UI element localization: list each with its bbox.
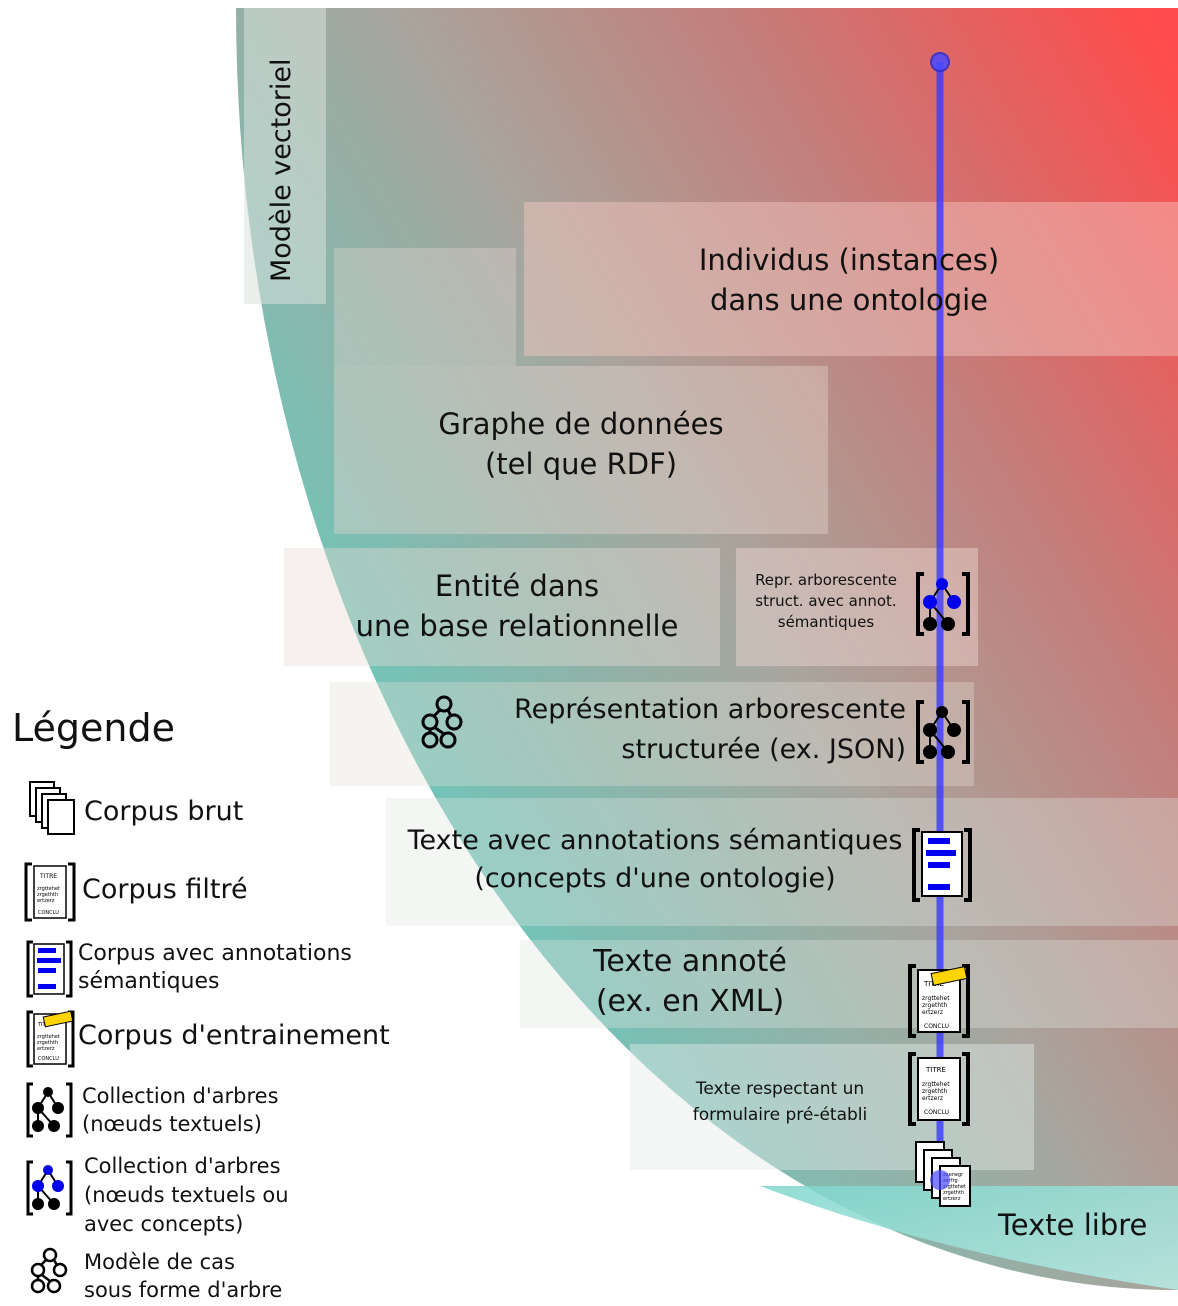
ontology-label-line-1: Individus (instances): [698, 243, 1000, 277]
svg-text:CONCLU: CONCLU: [38, 1056, 59, 1062]
relational-label-line-1: Entité dans: [434, 569, 600, 603]
legend-label-semantic-corpus-line-1: Corpus avec annotations: [78, 941, 352, 966]
annotated-text-panel: [520, 940, 1178, 1028]
legend-raw-corpus-icon: [29, 781, 75, 835]
legend-semantic-corpus-icon: [26, 940, 73, 998]
svg-text:zrgttehet: zrgttehet: [37, 1034, 60, 1040]
legend-label-concept-tree-collection-line-2: (nœuds textuels ou: [84, 1183, 289, 1207]
annotated-text-label-line-2: (ex. en XML): [595, 984, 785, 1019]
legend-text-tree-collection-icon: [26, 1082, 73, 1138]
tree-repr-label-line-2: structurée (ex. JSON): [621, 734, 906, 765]
legend-label-concept-tree-collection: Collection d'arbres (nœuds textuels ou a…: [84, 1152, 289, 1239]
free-text-band: [760, 1186, 1178, 1290]
svg-text:zrgethth: zrgethth: [37, 1040, 58, 1046]
data-graph-label: Graphe de données (tel que RDF): [334, 404, 828, 484]
svg-text:ertzerz: ertzerz: [922, 1009, 943, 1016]
legend-label-case-tree-model-line-2: sous forme d'arbre: [84, 1278, 283, 1302]
legend-label-filtered-corpus-line-1: Corpus filtré: [82, 874, 248, 905]
svg-text:ertzerz: ertzerz: [922, 1095, 943, 1102]
vector-model-label: Modèle vectoriel: [266, 58, 297, 282]
legend-label-concept-tree-collection-line-3: avec concepts): [84, 1212, 244, 1236]
legend-concept-tree-collection-icon: [26, 1160, 73, 1216]
form-text-label: Texte respectant un formulaire pré-établ…: [660, 1076, 900, 1128]
form-text-label-line-2: formulaire pré-établi: [692, 1105, 868, 1125]
annotated-text-label: Texte annoté (ex. en XML): [560, 942, 820, 1022]
ontology-label: Individus (instances) dans une ontologie: [524, 240, 1174, 320]
svg-text:zrgttehet: zrgttehet: [943, 1184, 966, 1190]
concept-tree-collection-icon: [916, 572, 970, 636]
form-text-label-line-1: Texte respectant un: [695, 1079, 865, 1099]
tree-semantic-label-line-1: Repr. arborescente: [755, 571, 897, 589]
tree-repr-label-line-1: Représentation arborescente: [514, 694, 906, 725]
raw-corpus-icon: zaerwgr zerfrg zrgttehet zrgethth ertzer…: [915, 1141, 971, 1207]
svg-text:zrgethth: zrgethth: [922, 1088, 948, 1095]
filtered-corpus-icon: TITRE zrgttehet zrgethth ertzerz CONCLU: [908, 1052, 970, 1126]
case-tree-model-icon: [421, 695, 463, 749]
legend-label-training-corpus: Corpus d'entrainement: [78, 1020, 390, 1051]
legend-label-raw-corpus: Corpus brut: [84, 796, 243, 827]
legend-label-case-tree-model-line-1: Modèle de cas: [84, 1250, 235, 1274]
tree-repr-label: Représentation arborescente structurée (…: [470, 690, 906, 770]
relational-label: Entité dans une base relationnelle: [300, 566, 734, 646]
legend-label-training-corpus-line-1: Corpus d'entrainement: [78, 1020, 390, 1051]
axis-top-node: [930, 52, 950, 72]
legend-filtered-corpus-icon: TITRE zrgttehet zrgethth ertzerz CONCLU: [24, 862, 76, 922]
legend-label-case-tree-model: Modèle de cas sous forme d'arbre: [84, 1248, 282, 1304]
svg-text:zrgethth: zrgethth: [922, 1002, 948, 1009]
svg-text:ertzerz: ertzerz: [37, 898, 55, 904]
legend-label-text-tree-collection-line-2: (nœuds textuels): [82, 1112, 262, 1136]
svg-text:TITRE: TITRE: [925, 1066, 946, 1074]
vector-model-panel: [244, 8, 326, 304]
data-graph-label-line-1: Graphe de données: [438, 407, 724, 441]
legend-label-semantic-corpus-line-2: sémantiques: [78, 969, 220, 994]
legend-label-concept-tree-collection-line-1: Collection d'arbres: [84, 1154, 281, 1178]
tree-semantic-label-line-2: struct. avec annot.: [755, 592, 897, 610]
tree-semantic-label-line-3: sémantiques: [777, 613, 875, 631]
semantic-text-label-line-1: Texte avec annotations sémantiques: [407, 825, 903, 856]
annotated-text-label-line-1: Texte annoté: [593, 944, 787, 979]
svg-text:zerfrg: zerfrg: [943, 1178, 958, 1184]
svg-text:zrgttehet: zrgttehet: [922, 995, 950, 1002]
relational-panel: [284, 548, 720, 666]
ontology-panel: [524, 202, 1178, 356]
semantic-corpus-icon: [912, 828, 972, 902]
data-graph-label-line-2: (tel que RDF): [484, 447, 678, 481]
data-graph-panel: [334, 366, 828, 534]
legend-training-corpus-icon: TITRE zrgttehet zrgethth ertzerz CONCLU: [26, 1010, 75, 1068]
legend-label-text-tree-collection: Collection d'arbres (nœuds textuels): [82, 1082, 279, 1138]
legend-label-semantic-corpus: Corpus avec annotations sémantiques: [78, 940, 352, 996]
free-text-label: Texte libre: [998, 1208, 1148, 1242]
svg-text:zaerwgr: zaerwgr: [943, 1172, 964, 1178]
semantic-text-label-line-2: (concepts d'une ontologie): [474, 863, 836, 894]
relational-label-line-2: une base relationnelle: [355, 609, 679, 643]
svg-text:CONCLU: CONCLU: [924, 1023, 949, 1030]
svg-text:zrgttehet: zrgttehet: [37, 886, 60, 892]
svg-text:TITRE: TITRE: [39, 873, 57, 880]
svg-text:zrgethth: zrgethth: [943, 1190, 964, 1196]
axis-bottom-node: [930, 1170, 950, 1190]
empty-panel: [334, 248, 516, 366]
semantic-text-panel: [386, 798, 1178, 926]
legend-label-text-tree-collection-line-1: Collection d'arbres: [82, 1084, 279, 1108]
svg-text:ertzerz: ertzerz: [943, 1196, 961, 1202]
svg-text:zrgttehet: zrgttehet: [922, 1081, 950, 1088]
legend-title: Légende: [12, 706, 175, 750]
legend-label-raw-corpus-line-1: Corpus brut: [84, 796, 244, 827]
svg-text:ertzerz: ertzerz: [37, 1046, 55, 1052]
training-corpus-icon: TITRE zrgttehet zrgethth ertzerz CONCLU: [908, 964, 970, 1038]
semantic-text-label: Texte avec annotations sémantiques (conc…: [390, 822, 920, 898]
text-tree-collection-icon: [916, 700, 970, 764]
svg-text:CONCLU: CONCLU: [924, 1109, 949, 1116]
tree-semantic-label: Repr. arborescente struct. avec annot. s…: [736, 570, 916, 633]
svg-text:CONCLU: CONCLU: [38, 910, 59, 916]
legend-label-filtered-corpus: Corpus filtré: [82, 874, 248, 905]
ontology-label-line-2: dans une ontologie: [709, 283, 989, 317]
legend-case-tree-model-icon: [30, 1247, 68, 1294]
svg-text:zrgethth: zrgethth: [37, 892, 58, 898]
